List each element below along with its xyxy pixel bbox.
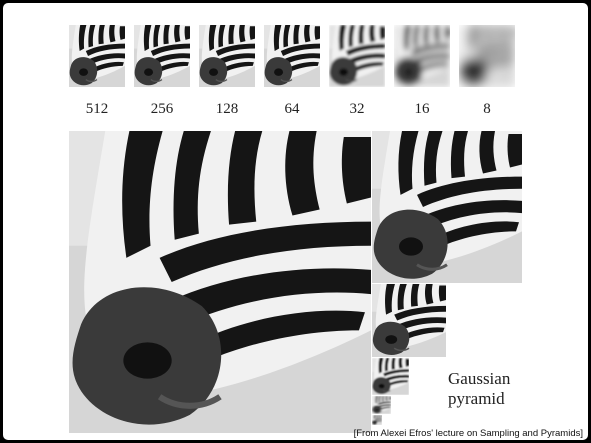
- zebra-thumbnail-256: [134, 25, 190, 87]
- zebra-thumbnail-32: [329, 25, 385, 87]
- size-label: 32: [329, 101, 385, 118]
- zebra-thumbnail-8: [459, 25, 515, 87]
- zebra-thumbnail-16: [394, 25, 450, 87]
- size-label: 256: [134, 101, 190, 118]
- source-credit: [From Alexei Efros' lecture on Sampling …: [354, 428, 583, 439]
- size-label: 512: [69, 101, 125, 118]
- zebra-image-level-1: [372, 131, 522, 283]
- zebra-thumbnail-512: [69, 25, 125, 87]
- size-label: 64: [264, 101, 320, 118]
- zebra-thumbnail-128: [199, 25, 255, 87]
- pyramid-label: Gaussian pyramid: [448, 369, 510, 409]
- zebra-image-level-5: [372, 415, 382, 425]
- zebra-image-level-3: [372, 358, 409, 395]
- zebra-image-large: [69, 131, 371, 433]
- zebra-image-level-2: [372, 284, 446, 357]
- pyramid-label-line1: Gaussian: [448, 369, 510, 389]
- size-label: 128: [199, 101, 255, 118]
- size-label: 8: [459, 101, 515, 118]
- zebra-image-level-4: [372, 396, 391, 414]
- pyramid-label-line2: pyramid: [448, 389, 510, 409]
- size-label: 16: [394, 101, 450, 118]
- zebra-thumbnail-64: [264, 25, 320, 87]
